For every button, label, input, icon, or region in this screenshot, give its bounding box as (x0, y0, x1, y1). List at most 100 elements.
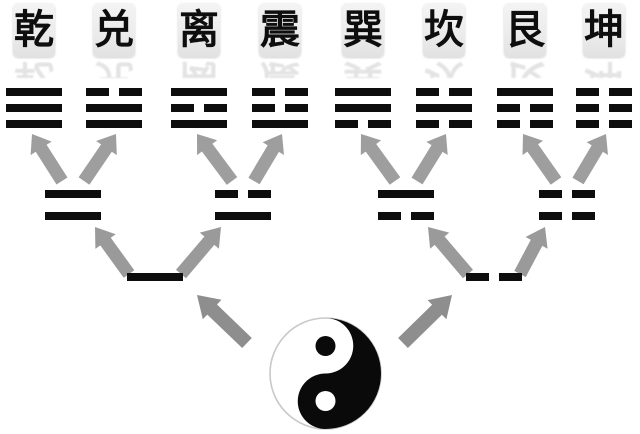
trigram-symbol-dui-line-1-seg-left (86, 88, 109, 96)
sixiang-symbol-shaoyin-line-1-seg-right (248, 190, 271, 198)
liangyi-symbol-yin-line-1-broken (466, 273, 522, 281)
taiji-yin-dot (315, 335, 335, 356)
trigram-symbol-dui-line-1-seg-right (119, 88, 142, 96)
trigram-card-gen: 艮 (504, 3, 546, 57)
trigram-symbol-qian-line-1-solid (6, 88, 62, 96)
arrow-yin-to-taiyin (514, 227, 548, 278)
trigram-symbol-kun-line-3-seg-left (576, 120, 599, 128)
liangyi-symbol-yin-line-1-seg-right (499, 273, 522, 281)
trigram-symbol-li-line-3-solid (171, 120, 227, 128)
trigram-symbol-xun-line-3-seg-left (335, 120, 358, 128)
trigram-symbol-xun-line-1-solid (335, 88, 391, 96)
sixiang-symbol-taiyin-line-1-seg-left (539, 190, 562, 198)
trigram-symbol-gen-line-2-seg-right (530, 104, 553, 112)
arrow-yin-to-shaoyang (428, 227, 473, 279)
trigram-symbol-li-line-2-seg-left (171, 104, 194, 112)
trigram-symbol-zhen-line-2-seg-left (252, 104, 275, 112)
arrow-taiji-to-yang (197, 295, 252, 348)
sixiang-symbol-shaoyang-line-1-solid (378, 190, 434, 198)
trigram-symbol-qian-line-2-solid (6, 104, 62, 112)
trigram-symbol-xun (335, 88, 391, 128)
trigram-symbol-kun-line-2-broken (576, 104, 632, 112)
arrow-taiyin-to-kun (572, 134, 608, 185)
trigram-symbol-kan-line-3-seg-left (416, 120, 439, 128)
sixiang-symbol-shaoyang-line-2-seg-left (378, 212, 401, 220)
sixiang-symbol-taiyin-line-2-broken (539, 212, 595, 220)
trigram-symbol-qian-line-3-solid (6, 120, 62, 128)
arrow-shaoyang-to-kan (411, 134, 448, 185)
trigram-symbol-zhen-line-1-seg-left (252, 88, 275, 96)
sixiang-symbol-taiyin-line-2-seg-left (539, 212, 562, 220)
trigram-symbol-gen-line-2-seg-left (497, 104, 520, 112)
trigram-char-xun: 巽 (343, 6, 383, 53)
sixiang-symbol-shaoyin-line-1-broken (215, 190, 271, 198)
trigram-char-dui: 兑 (94, 6, 134, 53)
arrow-taiyang-to-qian (30, 134, 68, 185)
trigram-card-li: 离 (178, 3, 220, 57)
sixiang-symbol-shaoyang-line-2-broken (378, 212, 434, 220)
trigram-symbol-kun-line-1-seg-right (609, 88, 632, 96)
sixiang-symbol-shaoyin-line-1-seg-left (215, 190, 238, 198)
arrow-taiyang-to-dui (78, 134, 117, 185)
sixiang-symbol-shaoyin (215, 190, 271, 220)
trigram-symbol-zhen-line-1-broken (252, 88, 308, 96)
liangyi-symbol-yin-line-1-seg-left (466, 273, 489, 281)
trigram-symbol-zhen-line-2-broken (252, 104, 308, 112)
sixiang-symbol-shaoyang (378, 190, 434, 220)
trigram-symbol-kan-line-1-seg-left (416, 88, 439, 96)
trigram-symbol-kan-line-3-seg-right (449, 120, 472, 128)
trigram-symbol-xun-line-3-broken (335, 120, 391, 128)
trigram-symbol-qian (6, 88, 62, 128)
trigram-symbol-kan-line-2-solid (416, 104, 472, 112)
trigram-symbol-kun-line-1-broken (576, 88, 632, 96)
trigram-symbol-gen-line-1-solid (497, 88, 553, 96)
trigram-card-kun: 坤 (583, 3, 625, 57)
trigram-symbol-li-line-1-solid (171, 88, 227, 96)
trigram-symbol-kan-line-1-seg-right (449, 88, 472, 96)
sixiang-symbol-taiyin-line-1-broken (539, 190, 595, 198)
trigram-symbol-zhen-line-1-seg-right (285, 88, 308, 96)
trigram-symbol-kan-line-1-broken (416, 88, 472, 96)
trigram-symbol-li (171, 88, 227, 128)
sixiang-symbol-taiyin-line-2-seg-right (572, 212, 595, 220)
sixiang-symbol-shaoyang-line-2-seg-right (411, 212, 434, 220)
trigram-card-qian: 乾 (13, 3, 55, 57)
trigram-symbol-gen-line-3-seg-left (497, 120, 520, 128)
arrow-taiji-to-yin (398, 295, 452, 348)
arrow-shaoyang-to-xun (360, 134, 401, 185)
trigram-symbol-xun-line-2-solid (335, 104, 391, 112)
trigram-symbol-kun (576, 88, 632, 128)
trigram-symbol-kun-line-2-seg-right (609, 104, 632, 112)
sixiang-symbol-shaoyin-line-2-solid (215, 212, 271, 220)
trigram-symbol-dui (86, 88, 142, 128)
trigram-char-kan: 坎 (424, 6, 464, 53)
taiji-yang-dot (315, 390, 335, 411)
trigram-symbol-zhen-line-2-seg-right (285, 104, 308, 112)
taiji-yin-yang-symbol (268, 316, 382, 430)
sixiang-symbol-taiyang-line-1-solid (45, 190, 101, 198)
trigram-card-zhen: 震 (259, 3, 301, 57)
trigram-symbol-kun-line-3-broken (576, 120, 632, 128)
arrow-yang-to-shaoyin (176, 227, 221, 279)
trigram-symbol-kun-line-1-seg-left (576, 88, 599, 96)
liangyi-symbol-yang (127, 273, 183, 281)
liangyi-symbol-yin (466, 273, 522, 281)
trigram-char-zhen: 震 (260, 6, 300, 53)
sixiang-symbol-taiyin (539, 190, 595, 220)
trigram-symbol-kan-line-3-broken (416, 120, 472, 128)
trigram-symbol-xun-line-3-seg-right (368, 120, 391, 128)
arrow-taiyin-to-gen (522, 134, 562, 185)
trigram-char-gen: 艮 (505, 6, 545, 53)
trigram-symbol-gen (497, 88, 553, 128)
trigram-char-kun: 坤 (584, 6, 624, 53)
trigram-symbol-gen-line-2-broken (497, 104, 553, 112)
trigram-symbol-dui-line-3-solid (86, 120, 142, 128)
trigram-symbol-kun-line-2-seg-left (576, 104, 599, 112)
trigram-symbol-zhen (252, 88, 308, 128)
arrow-shaoyin-to-li (197, 134, 238, 185)
trigram-symbol-kan (416, 88, 472, 128)
trigram-char-qian: 乾 (14, 6, 54, 53)
trigram-symbol-gen-line-3-seg-right (530, 120, 553, 128)
